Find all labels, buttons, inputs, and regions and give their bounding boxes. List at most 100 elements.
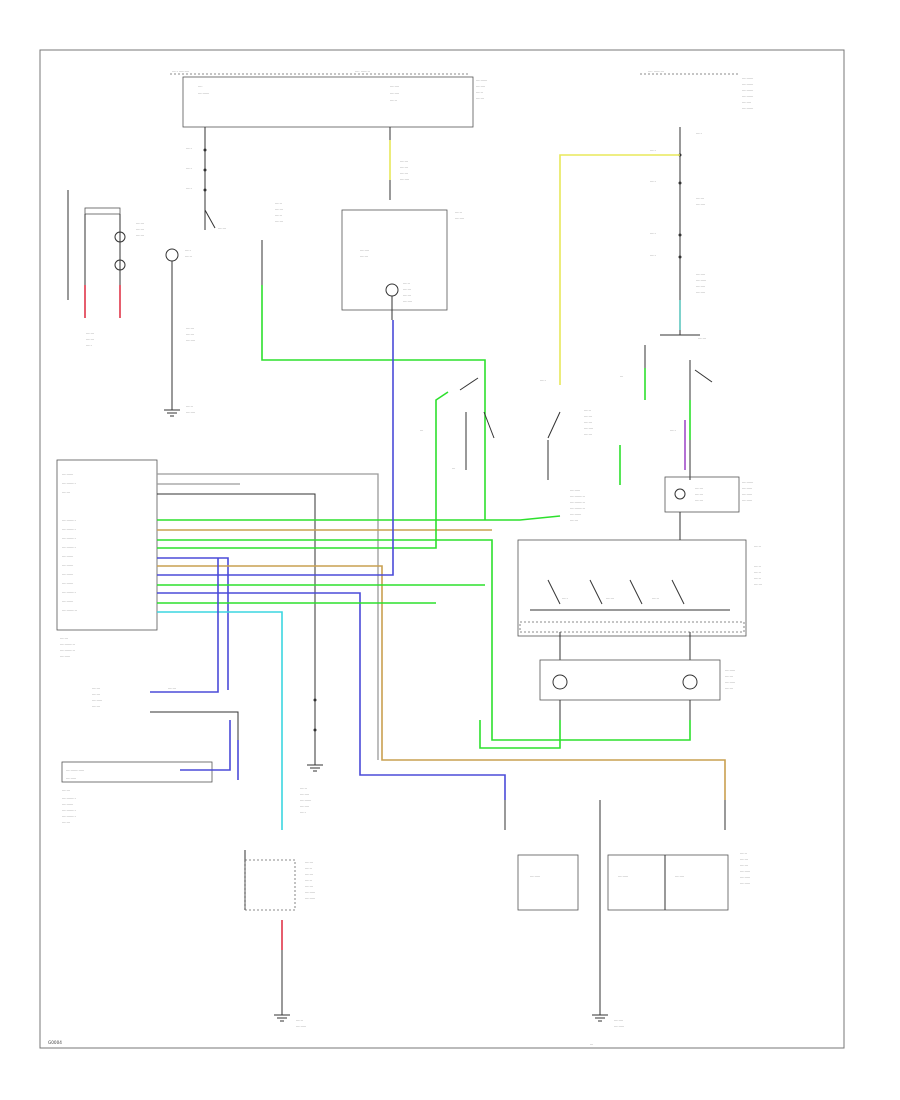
svg-text:·······: ······· <box>740 858 748 862</box>
svg-text:·······: ······· <box>136 222 144 226</box>
combination-switch: ······· ······ ······· ······ ······· ··… <box>244 850 315 1029</box>
svg-text:·······: ······· <box>476 97 484 101</box>
svg-text:·······: ······· <box>360 255 368 259</box>
svg-text:·····: ····· <box>86 344 92 348</box>
svg-text:·········: ········· <box>305 891 315 895</box>
svg-text:·····: ····· <box>185 249 191 253</box>
svg-text:·······: ······· <box>584 433 592 437</box>
svg-text:·······: ······· <box>403 288 411 292</box>
svg-text:·····: ····· <box>562 597 568 601</box>
svg-text:·········: ········· <box>742 487 752 491</box>
svg-text:······: ······ <box>390 99 397 103</box>
svg-text:·····: ····· <box>650 232 656 236</box>
svg-text:·············: ············· <box>570 507 585 511</box>
diagram-corner-label: G0004 <box>48 1040 62 1045</box>
svg-text:········: ········ <box>400 178 409 182</box>
svg-text:·····: ····· <box>300 811 306 815</box>
svg-text:········: ········ <box>584 427 593 431</box>
svg-text:·····: ····· <box>696 132 702 136</box>
svg-text:··········: ·········· <box>742 107 753 111</box>
svg-text:·······: ······· <box>698 337 706 341</box>
svg-text:·······: ······· <box>186 333 194 337</box>
svg-text:·····: ····· <box>650 254 656 258</box>
svg-text:········: ········ <box>186 411 195 415</box>
svg-text:·········: ········· <box>60 655 70 659</box>
svg-text:·······: ······· <box>218 227 226 231</box>
diagram-frame <box>39 49 845 1049</box>
svg-text:···· ········: ···· ········ <box>355 70 370 74</box>
svg-text:············: ············ <box>62 815 76 819</box>
svg-text:······: ······ <box>305 879 312 883</box>
svg-text:·········: ········· <box>614 1025 624 1029</box>
right-power-feed: ····· ····· ····· ····· ····· ······· ··… <box>620 127 713 480</box>
svg-text:·····: ····· <box>186 187 192 191</box>
vehicle-speed-sensor: ······· ······· ········· ······· ······… <box>92 558 239 780</box>
cruise-main-switch: ····· ····· ····· ······· ····· ······ ·… <box>164 127 226 417</box>
svg-text:·······: ······· <box>400 166 408 170</box>
svg-text:·······: ······· <box>86 338 94 342</box>
svg-text:············: ············ <box>62 546 76 550</box>
powertrain-control-module: ················ ········· ······· ·····… <box>61 720 231 825</box>
svg-text:········: ········ <box>675 875 684 879</box>
svg-text:·······: ······· <box>305 885 313 889</box>
svg-text:·····: ····· <box>186 167 192 171</box>
svg-text:·········: ········· <box>742 493 752 497</box>
svg-text:············: ············ <box>62 797 76 801</box>
svg-text:······: ······ <box>186 405 193 409</box>
svg-text:······: ······ <box>754 571 761 575</box>
svg-text:·······: ······· <box>62 789 70 793</box>
svg-text:·····: ····· <box>540 379 546 383</box>
svg-text:·····: ····· <box>650 180 656 184</box>
svg-text:·········: ········· <box>66 777 76 781</box>
svg-text:·······: ······· <box>136 228 144 232</box>
svg-text:··········: ·········· <box>62 473 73 477</box>
svg-text:··········: ·········· <box>62 600 73 604</box>
svg-text:······: ······ <box>275 214 282 218</box>
svg-text:·······: ······· <box>92 693 100 697</box>
underhood-fuse-box: ····· ········· ···· ········ ···· ·····… <box>170 70 487 128</box>
clutch-switch: ······· ······· ······· ········ <box>389 127 409 200</box>
cruise-control-unit: ·········· ············ ······· ········… <box>56 459 158 659</box>
svg-text:················: ················ <box>66 769 84 773</box>
cruise-actuator: ······ ········ ········ ······· ······ … <box>341 209 464 320</box>
svg-text:·······: ······· <box>570 519 578 523</box>
right-fuse-box: ···· ········· ·········· ·········· ···… <box>640 70 753 111</box>
svg-text:··········: ·········· <box>62 555 73 559</box>
svg-text:··········: ·········· <box>62 803 73 807</box>
svg-text:·············: ············· <box>60 643 75 647</box>
svg-text:··········: ·········· <box>198 92 209 96</box>
svg-text:·······: ······· <box>403 294 411 298</box>
svg-text:·······: ······· <box>584 415 592 419</box>
svg-text:······: ······ <box>296 1019 303 1023</box>
svg-text:·····: ····· <box>186 147 192 151</box>
svg-text:·······: ······· <box>60 637 68 641</box>
svg-text:···: ··· <box>420 429 423 433</box>
svg-text:·······: ······· <box>400 172 408 176</box>
svg-text:······: ······ <box>305 867 312 871</box>
svg-text:·············: ············· <box>62 609 77 613</box>
svg-text:·········: ········· <box>305 897 315 901</box>
svg-text:·····: ····· <box>650 149 656 153</box>
svg-text:············: ············ <box>62 809 76 813</box>
svg-text:······: ······ <box>185 255 192 259</box>
svg-text:·······: ······· <box>740 864 748 868</box>
svg-text:··········: ·········· <box>300 799 311 803</box>
svg-text:·······: ······· <box>754 583 762 587</box>
svg-text:···: ··· <box>590 1043 593 1047</box>
svg-text:·······: ······· <box>305 861 313 865</box>
svg-text:··········: ·········· <box>742 95 753 99</box>
svg-text:·······: ······· <box>584 421 592 425</box>
cruise-control-switch-area: ······ ······· ······ ······· <box>261 202 283 285</box>
svg-text:······: ······ <box>403 282 410 286</box>
svg-text:·······: ······· <box>136 234 144 238</box>
svg-text:·······: ······· <box>86 332 94 336</box>
svg-text:······: ······ <box>275 202 282 206</box>
svg-text:········: ········ <box>742 101 751 105</box>
svg-text:·····: ····· <box>670 429 676 433</box>
svg-text:·······: ······· <box>62 491 70 495</box>
svg-text:·············: ············· <box>60 649 75 653</box>
svg-text:······: ······ <box>476 91 483 95</box>
svg-text:········: ········ <box>696 273 705 277</box>
stop-lamp-switch: ······ ······· ······· ········ ······· … <box>540 154 680 485</box>
